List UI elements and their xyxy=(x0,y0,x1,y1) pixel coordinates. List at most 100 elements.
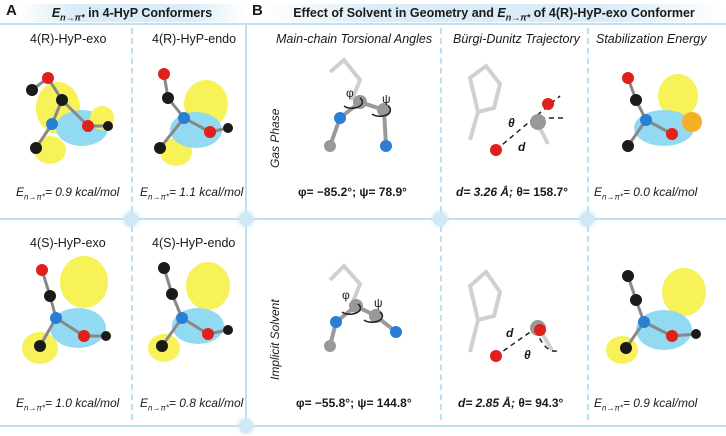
atom-c xyxy=(166,288,178,300)
atom-c xyxy=(530,114,546,130)
atom-c xyxy=(156,340,168,352)
atom-c xyxy=(223,325,233,335)
panel-a-title-sub: n→π* xyxy=(60,12,85,23)
atom-c xyxy=(630,294,642,306)
atom-c xyxy=(324,340,336,352)
column-header-torsion: Main-chain Torsional Angles xyxy=(276,32,433,46)
panel-b-title-suffix: of 4(R)-HyP-exo Conformer xyxy=(530,6,695,20)
phi-label-solvent: φ xyxy=(342,288,350,302)
torsion-solvent: φ= −55.8°; ψ= 144.8° xyxy=(296,396,412,410)
psi-arrow xyxy=(371,105,392,117)
phi-arrow xyxy=(343,97,364,109)
energy-gas: En→π*= 0.0 kcal/mol xyxy=(594,185,697,201)
phi-label-gas: φ xyxy=(346,86,354,100)
top-rule xyxy=(0,23,726,25)
psi-label-solvent: ψ xyxy=(374,296,383,310)
atom-o xyxy=(490,144,502,156)
panel-b-title-sub: n→π* xyxy=(505,12,531,23)
atom-o xyxy=(666,330,678,342)
atom-c xyxy=(353,95,367,109)
energy-value: = 0.8 kcal/mol xyxy=(168,396,244,410)
atom-n xyxy=(46,118,58,130)
bd-solvent: d= 2.85 Å; θ= 94.3° xyxy=(458,396,563,410)
atom-c xyxy=(103,121,113,131)
atom-c xyxy=(26,84,38,96)
d-value: d= 3.26 Å; xyxy=(456,185,517,199)
energy-r-exo: En→π*= 0.9 kcal/mol xyxy=(16,185,119,201)
theta-label-gas: θ xyxy=(508,116,515,130)
atom-o xyxy=(42,72,54,84)
panel-a-title: En→π* in 4-HyP Conformers xyxy=(18,4,246,23)
atom-o xyxy=(534,324,546,336)
atom-c xyxy=(101,331,111,341)
energy-symbol: E xyxy=(594,185,603,199)
panel-b-title-prefix: Effect of Solvent in Geometry and xyxy=(293,6,498,20)
phi-arrow xyxy=(341,303,362,315)
grid-node-a xyxy=(124,212,138,226)
energy-sub: n→π* xyxy=(602,403,623,413)
atom-n xyxy=(380,140,392,152)
atom-c xyxy=(154,142,166,154)
column-header-stabilization: Stabilization Energy xyxy=(596,32,707,46)
energy-value: = 0.9 kcal/mol xyxy=(622,396,698,410)
energy-symbol: E xyxy=(140,185,149,199)
atom-o xyxy=(490,350,502,362)
theta-label-solvent: θ xyxy=(524,348,531,362)
atom-c xyxy=(324,140,336,152)
psi-value: ψ= 144.8° xyxy=(357,396,412,410)
energy-sub: n→π* xyxy=(602,192,623,202)
energy-symbol: E xyxy=(594,396,603,410)
d-label-gas: d xyxy=(518,140,526,154)
atom-o xyxy=(202,328,214,340)
atom-c xyxy=(622,270,634,282)
atom-c xyxy=(56,94,68,106)
panel-b-title-e: E xyxy=(497,6,506,20)
conformer-label-s-exo: 4(S)-HyP-exo xyxy=(30,236,106,250)
grid-node-b2 xyxy=(580,212,594,226)
middle-rule xyxy=(0,218,726,220)
grid-node-b1 xyxy=(433,212,447,226)
atom-c xyxy=(158,262,170,274)
atom-c xyxy=(630,94,642,106)
atom-c xyxy=(30,142,42,154)
energy-symbol: E xyxy=(140,396,149,410)
energy-value: = 0.9 kcal/mol xyxy=(44,185,120,199)
atom-o xyxy=(542,98,554,110)
energy-value: = 1.1 kcal/mol xyxy=(168,185,244,199)
atom-o xyxy=(82,120,94,132)
panel-a-letter: A xyxy=(6,2,17,19)
atom-n xyxy=(638,316,650,328)
conformer-label-r-exo: 4(R)-HyP-exo xyxy=(30,32,107,46)
bd-gas: d= 3.26 Å; θ= 158.7° xyxy=(456,185,568,199)
psi-value: ψ= 78.9° xyxy=(359,185,407,199)
theta-value: θ= 158.7° xyxy=(516,185,569,199)
atom-n xyxy=(640,114,652,126)
energy-sub: n→π* xyxy=(24,192,45,202)
energy-symbol: E xyxy=(16,185,25,199)
energy-solvent: En→π*= 0.9 kcal/mol xyxy=(594,396,697,412)
energy-value: = 0.0 kcal/mol xyxy=(622,185,698,199)
theta-value: θ= 94.3° xyxy=(518,396,564,410)
d-value: d= 2.85 Å; xyxy=(458,396,519,410)
phi-value: φ= −55.8°; xyxy=(296,396,358,410)
energy-s-exo: En→π*= 1.0 kcal/mol xyxy=(16,396,119,412)
psi-arrow xyxy=(363,311,384,323)
panel-b-title: Effect of Solvent in Geometry and En→π* … xyxy=(264,4,724,23)
grid-node-bottom xyxy=(239,419,253,433)
atom-n xyxy=(178,112,190,124)
atom-o xyxy=(666,128,678,140)
atom-n xyxy=(334,112,346,124)
atom-o xyxy=(622,72,634,84)
d-label-solvent: d xyxy=(506,326,514,340)
atom-n xyxy=(50,312,62,324)
atom-o xyxy=(204,126,216,138)
atom-c xyxy=(162,92,174,104)
conformer-label-s-endo: 4(S)-HyP-endo xyxy=(152,236,236,250)
energy-symbol: E xyxy=(16,396,25,410)
